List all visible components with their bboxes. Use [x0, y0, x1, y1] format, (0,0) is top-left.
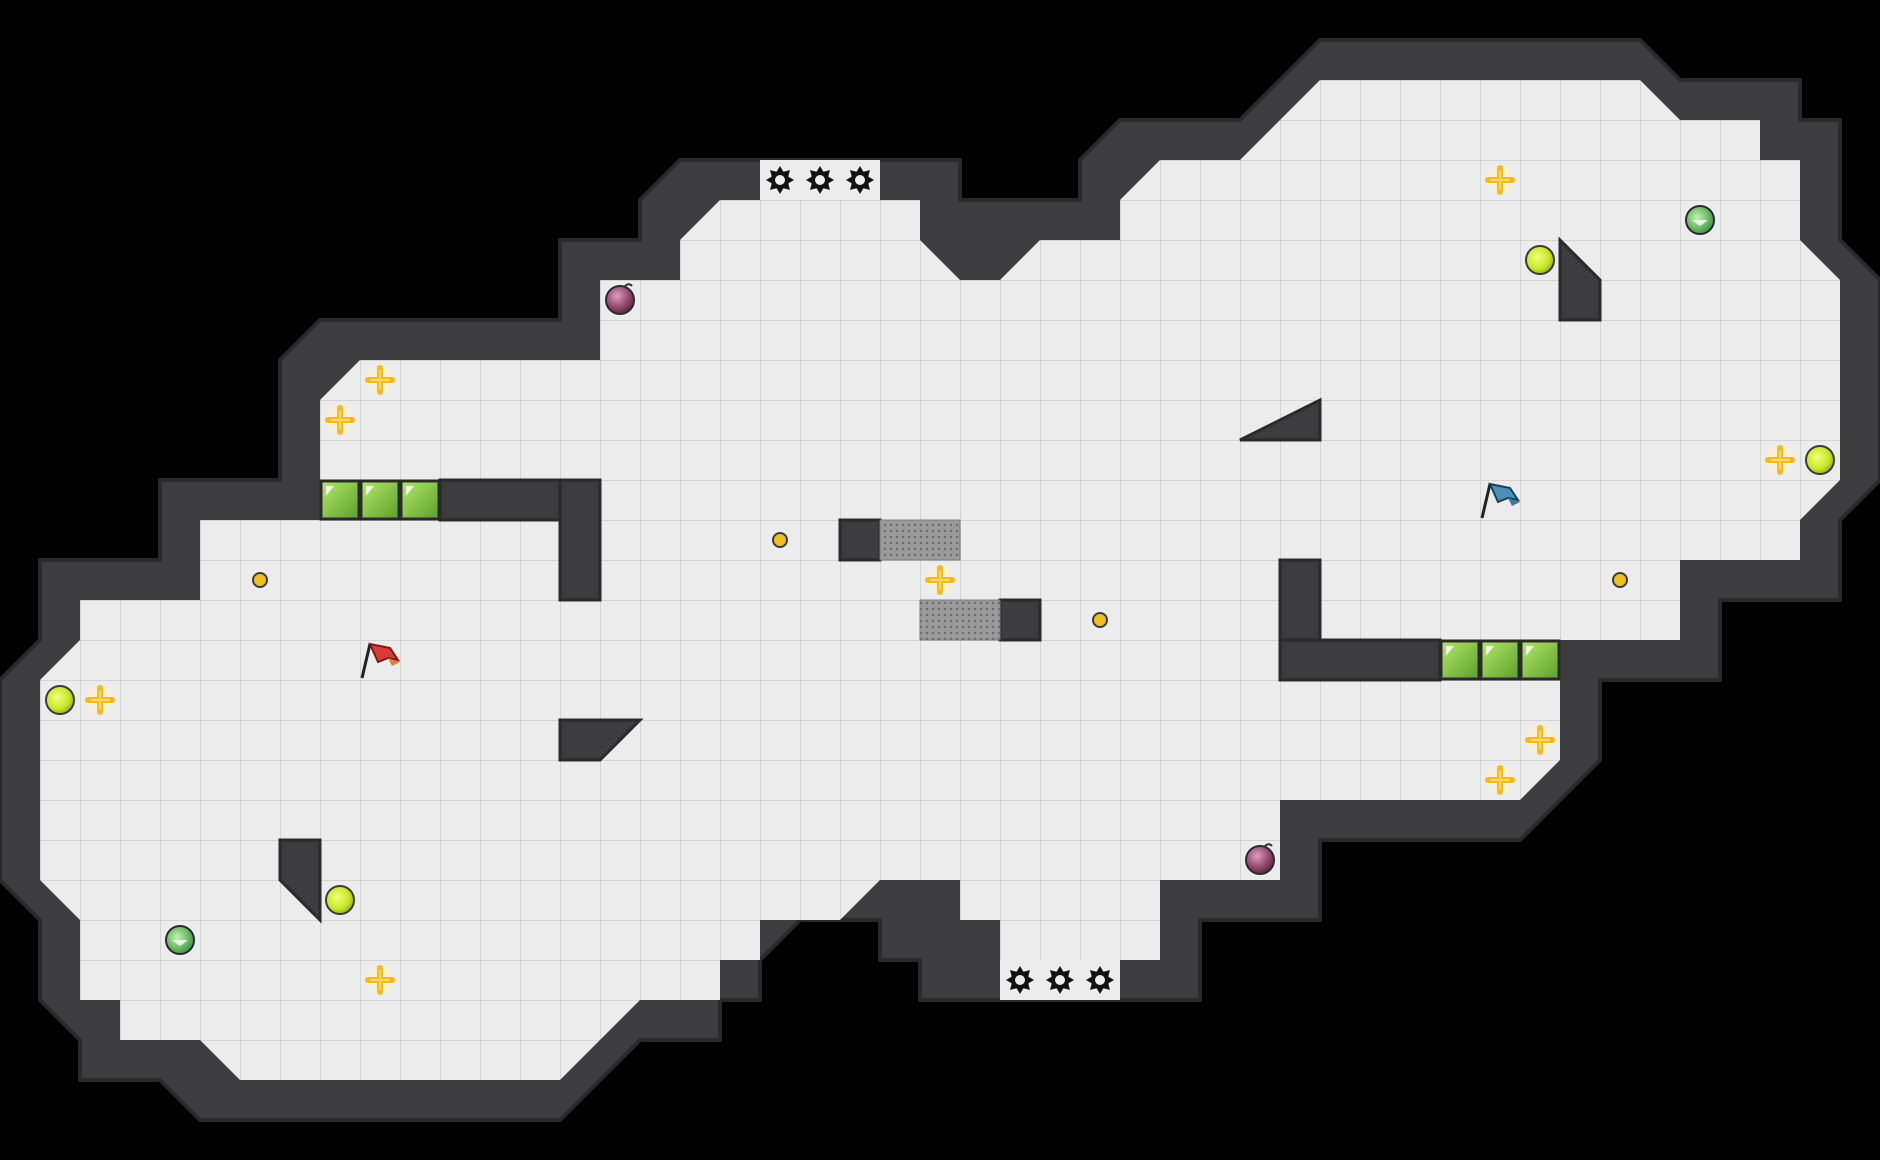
boost-icon	[1525, 725, 1555, 755]
wall-slope	[278, 838, 322, 924]
wall-slope	[558, 718, 644, 762]
portal-grates	[879, 519, 1001, 641]
boost-icon	[1485, 765, 1515, 795]
gate-tile	[319, 479, 361, 521]
jukejuice	[165, 205, 1715, 955]
jukejuice-icon	[1685, 205, 1715, 235]
powerup-icon	[325, 885, 355, 915]
spike-icon	[766, 166, 794, 194]
gate-tile	[1479, 639, 1521, 681]
bombs	[605, 283, 1275, 875]
spike-icon	[1006, 966, 1034, 994]
boost-icon	[925, 565, 955, 595]
boost-icon	[365, 365, 395, 395]
powerup-icon	[45, 685, 75, 715]
spike-icon	[846, 166, 874, 194]
button-icon	[772, 532, 788, 548]
powerup-icon	[1805, 445, 1835, 475]
gate-tile	[399, 479, 441, 521]
button-icon	[1612, 572, 1628, 588]
boosts	[85, 165, 1795, 995]
buttons	[252, 532, 1628, 628]
spikes	[766, 166, 1114, 994]
wall-slope	[1239, 397, 1322, 442]
wall-block	[998, 598, 1042, 642]
powerups	[45, 245, 1835, 915]
button-icon	[252, 572, 268, 588]
boost-icon	[1485, 165, 1515, 195]
gate-tile	[1439, 639, 1481, 681]
wall-block	[558, 478, 602, 602]
gates	[319, 479, 1561, 681]
boost-icon	[85, 685, 115, 715]
boost-icon	[365, 965, 395, 995]
spike-icon	[806, 166, 834, 194]
red-flag-icon	[360, 642, 401, 679]
jukejuice-icon	[165, 925, 195, 955]
boost-icon	[325, 405, 355, 435]
button-icon	[1092, 612, 1108, 628]
boost-icon	[1765, 445, 1795, 475]
spike-icon	[1046, 966, 1074, 994]
blue-flag-icon	[1480, 482, 1521, 519]
gate-tile	[359, 479, 401, 521]
wall-block	[838, 518, 882, 562]
wall-slope	[1558, 236, 1602, 322]
bomb-icon	[1245, 843, 1275, 875]
interior-walls	[278, 236, 1602, 924]
powerup-icon	[1525, 245, 1555, 275]
wall-block	[1278, 638, 1442, 682]
spike-icon	[1086, 966, 1114, 994]
gate-tile	[1519, 639, 1561, 681]
bomb-icon	[605, 283, 635, 315]
